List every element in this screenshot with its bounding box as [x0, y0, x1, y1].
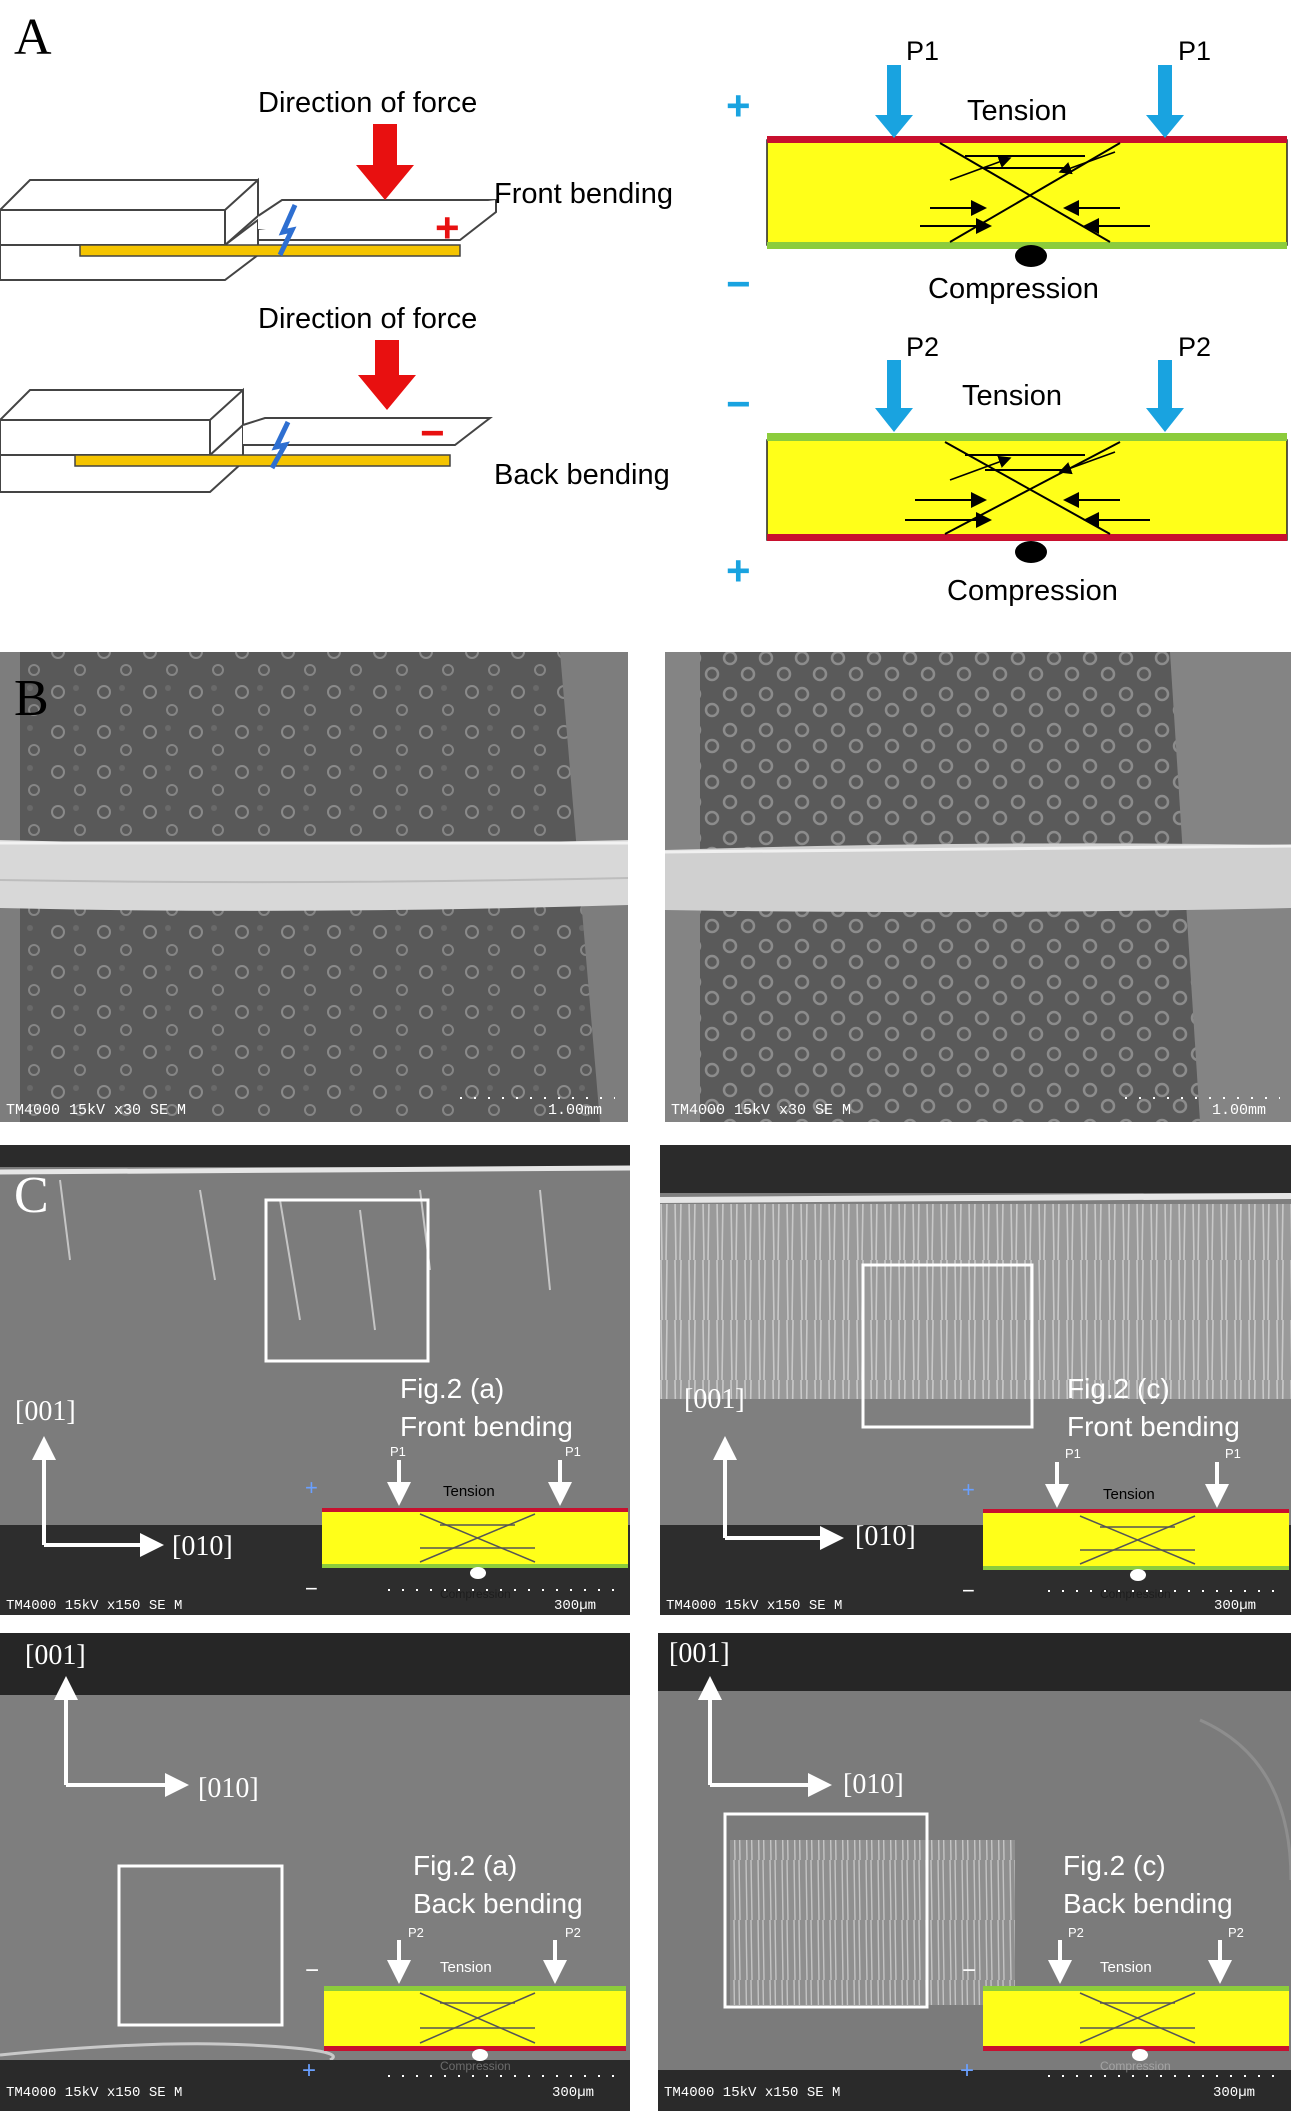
- fig-ref: Fig.2 (a): [400, 1373, 504, 1404]
- inset-tension: Tension: [1103, 1486, 1155, 1503]
- front-bending-fixture: [0, 177, 499, 281]
- tension-label-back: Tension: [962, 380, 1062, 412]
- load-arrow-p2-right: [1146, 360, 1184, 432]
- compression-label-front: Compression: [928, 273, 1099, 305]
- front-bending-label: Front bending: [494, 178, 673, 210]
- force-arrow-front: [356, 124, 414, 200]
- inset-load: P1: [390, 1444, 406, 1459]
- sem-caption: TM4000 15kV x30 SE M: [6, 1102, 186, 1119]
- sem-scale-value: 300µm: [552, 2085, 594, 2101]
- sem-caption: TM4000 15kV x150 SE M: [666, 1598, 842, 1614]
- panel-label-b: B: [14, 670, 49, 727]
- inset-tension: Tension: [443, 1483, 495, 1500]
- inset-load: P1: [1225, 1446, 1241, 1461]
- beam-plus-bottom-back: +: [726, 547, 751, 594]
- inset-load: P2: [408, 1925, 424, 1940]
- bending-mode: Back bending: [1063, 1888, 1233, 1919]
- direction-of-force-back: Direction of force: [258, 303, 477, 335]
- panel-label-a: A: [14, 9, 52, 66]
- inset-beam: [983, 1940, 1289, 2061]
- sem-caption: TM4000 15kV x150 SE M: [664, 2085, 840, 2101]
- sem-caption: TM4000 15kV x30 SE M: [671, 1102, 851, 1119]
- inset-sign-top: +: [962, 1477, 975, 1502]
- back-bending-fixture: [0, 387, 493, 493]
- bending-mode: Back bending: [413, 1888, 583, 1919]
- bending-mode: Front bending: [400, 1411, 573, 1442]
- axis-010: [010]: [198, 1773, 259, 1804]
- plus-sign-front: +: [435, 204, 460, 251]
- inset-compression: Compression: [1100, 2059, 1171, 2073]
- inset-sign-top: −: [962, 1957, 976, 1984]
- beam-minus-top-back: −: [726, 380, 751, 427]
- load-p1-right: P1: [1178, 36, 1211, 66]
- sem-scale-value: 1.00mm: [548, 1102, 602, 1119]
- sem-caption: TM4000 15kV x150 SE M: [6, 1598, 182, 1614]
- sample-strip: [79, 244, 461, 257]
- minus-sign-back: −: [420, 409, 445, 456]
- inset-load: P2: [1068, 1925, 1084, 1940]
- inset-beam: [322, 1460, 628, 1579]
- inset-sign-bottom: −: [305, 1576, 318, 1601]
- beam-diagram-back: [766, 433, 1288, 563]
- inset-compression: Compression: [440, 2059, 511, 2073]
- sem-image-b-left: TM4000 15kV x30 SE M 1.00mm: [0, 652, 629, 1122]
- sem-scale-value: 300µm: [1214, 1598, 1256, 1614]
- sem-image-b-right: TM4000 15kV x30 SE M 1.00mm: [664, 652, 1291, 1122]
- inset-beam: [324, 1940, 626, 2061]
- inset-sign-top: +: [305, 1475, 318, 1500]
- axis-010: [010]: [172, 1531, 233, 1562]
- load-arrow-p2-left: [875, 360, 913, 432]
- load-arrow-p1-right: [1146, 65, 1184, 138]
- inset-compression: Compression: [440, 1587, 511, 1601]
- axis-001: [001]: [25, 1640, 86, 1671]
- sample-strip: [74, 454, 451, 467]
- bending-mode: Front bending: [1067, 1411, 1240, 1442]
- axis-001: [001]: [684, 1384, 745, 1415]
- load-p1-left: P1: [906, 36, 939, 66]
- inset-beam: [983, 1462, 1289, 1581]
- inset-load: P1: [565, 1444, 581, 1459]
- direction-of-force-front: Direction of force: [258, 87, 477, 119]
- fig-ref: Fig.2 (a): [413, 1850, 517, 1881]
- inset-sign-top: −: [305, 1957, 319, 1984]
- beam-minus-bottom-front: −: [726, 260, 751, 307]
- beam-plus-top-front: +: [726, 82, 751, 129]
- inset-tension: Tension: [1100, 1959, 1152, 1976]
- inset-sign-bottom: −: [962, 1578, 975, 1603]
- axis-010: [010]: [855, 1521, 916, 1552]
- inset-load: P2: [565, 1925, 581, 1940]
- force-arrow-back: [358, 340, 416, 410]
- fig-ref: Fig.2 (c): [1067, 1373, 1170, 1404]
- sem-scale-value: 300µm: [554, 1598, 596, 1614]
- back-bending-label: Back bending: [494, 459, 670, 491]
- inset-load: P2: [1228, 1925, 1244, 1940]
- tension-label-front: Tension: [967, 95, 1067, 127]
- panel-label-c: C: [14, 1167, 49, 1224]
- crack-icon: [277, 203, 298, 257]
- load-arrow-p1-left: [875, 65, 913, 138]
- fig-ref: Fig.2 (c): [1063, 1850, 1166, 1881]
- crack-icon: [269, 420, 291, 470]
- inset-sign-bottom: +: [960, 2057, 974, 2084]
- inset-load: P1: [1065, 1446, 1081, 1461]
- sem-scale-value: 300µm: [1213, 2085, 1255, 2101]
- sem-scale-value: 1.00mm: [1212, 1102, 1266, 1119]
- load-p2-left: P2: [906, 332, 939, 362]
- axis-001: [001]: [669, 1638, 730, 1669]
- axis-010: [010]: [843, 1769, 904, 1800]
- compression-label-back: Compression: [947, 575, 1118, 607]
- inset-sign-bottom: +: [302, 2057, 316, 2084]
- load-p2-right: P2: [1178, 332, 1211, 362]
- inset-compression: Compression: [1100, 1587, 1171, 1601]
- axis-001: [001]: [15, 1396, 76, 1427]
- sem-caption: TM4000 15kV x150 SE M: [6, 2085, 182, 2101]
- inset-tension: Tension: [440, 1959, 492, 1976]
- beam-diagram-front: [766, 136, 1288, 267]
